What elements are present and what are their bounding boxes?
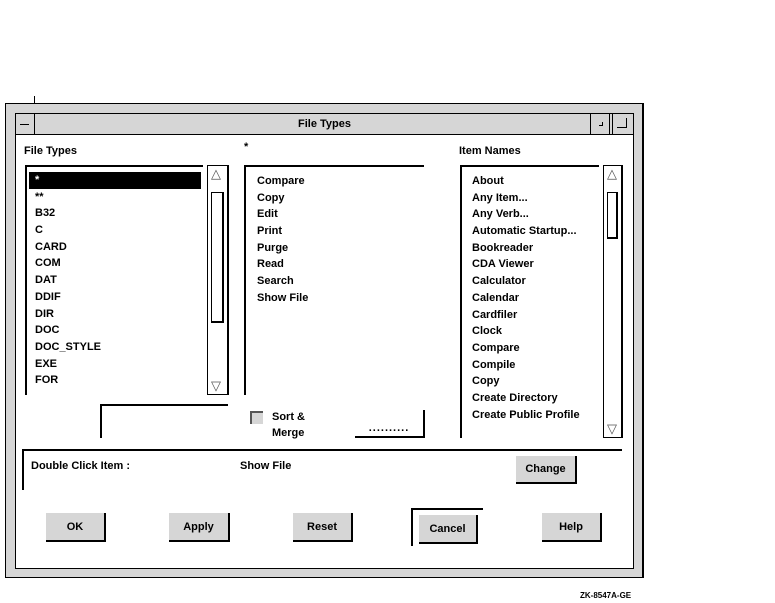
- list-item[interactable]: Compare: [472, 341, 520, 354]
- list-item[interactable]: EXE: [35, 357, 58, 370]
- item-names-scrollbar[interactable]: △ ▽: [603, 165, 623, 438]
- window-menu-button[interactable]: [16, 114, 35, 134]
- list-item[interactable]: Print: [257, 225, 283, 238]
- window-title: File Types: [298, 118, 351, 130]
- list-item[interactable]: Edit: [257, 208, 278, 221]
- list-item[interactable]: Calendar: [472, 291, 520, 304]
- list-item[interactable]: Create Public Profile: [472, 408, 580, 421]
- scroll-down-icon[interactable]: ▽: [211, 378, 221, 393]
- dialog-body: [15, 134, 634, 569]
- list-item[interactable]: About: [472, 175, 504, 187]
- default-button-frame: [411, 508, 483, 546]
- change-button[interactable]: Change: [516, 456, 577, 484]
- maximize-icon: [617, 118, 627, 128]
- list-item[interactable]: Search: [257, 275, 294, 288]
- list-item[interactable]: Compile: [472, 358, 516, 371]
- maximize-button[interactable]: [612, 114, 631, 134]
- file-type-input[interactable]: [100, 404, 228, 438]
- list-item[interactable]: CARD: [35, 240, 67, 253]
- list-item[interactable]: Calculator: [472, 275, 526, 288]
- list-item[interactable]: Show File: [257, 291, 309, 304]
- cancel-button[interactable]: Cancel: [419, 515, 478, 544]
- scroll-up-icon[interactable]: △: [211, 166, 221, 181]
- scroll-thumb[interactable]: [211, 192, 224, 323]
- list-item[interactable]: COM: [35, 257, 61, 270]
- list-item[interactable]: Copy: [257, 191, 285, 204]
- list-item[interactable]: DDIF: [35, 290, 61, 303]
- scroll-thumb[interactable]: [607, 192, 618, 239]
- minimize-icon: [599, 122, 603, 126]
- divider: [22, 449, 622, 451]
- list-item[interactable]: Purge: [257, 241, 289, 254]
- list-item[interactable]: *: [29, 172, 201, 189]
- double-click-label: Double Click Item :: [31, 460, 131, 472]
- double-click-border: [22, 450, 24, 490]
- list-item[interactable]: Any Item...: [472, 191, 528, 204]
- list-item[interactable]: Read: [257, 258, 284, 271]
- file-types-label: File Types: [24, 145, 77, 157]
- list-item[interactable]: **: [35, 190, 44, 203]
- item-names-label: Item Names: [459, 145, 521, 157]
- list-item[interactable]: DIR: [35, 307, 54, 320]
- list-item[interactable]: B32: [35, 207, 56, 220]
- frame-corner-mark: [34, 96, 35, 106]
- list-item[interactable]: Any Verb...: [472, 208, 529, 221]
- list-item[interactable]: CDA Viewer: [472, 258, 534, 271]
- apply-button[interactable]: Apply: [169, 513, 230, 542]
- help-button[interactable]: Help: [542, 513, 602, 542]
- sort-merge-checkbox[interactable]: [250, 411, 263, 424]
- scroll-up-icon[interactable]: △: [607, 166, 617, 181]
- title-bar[interactable]: File Types: [15, 113, 634, 135]
- list-item[interactable]: Clock: [472, 325, 502, 338]
- list-item[interactable]: DOC: [35, 324, 60, 337]
- list-item[interactable]: C: [35, 224, 43, 237]
- list-item[interactable]: DAT: [35, 274, 57, 287]
- file-types-scrollbar[interactable]: △ ▽: [207, 165, 229, 395]
- sort-merge-label-2: Merge: [272, 427, 305, 439]
- minimize-button[interactable]: [590, 114, 610, 134]
- list-item[interactable]: Cardfiler: [472, 308, 518, 321]
- scroll-down-icon[interactable]: ▽: [607, 421, 617, 436]
- ok-button[interactable]: OK: [46, 513, 106, 542]
- verbs-label: *: [244, 141, 249, 153]
- list-item[interactable]: Copy: [472, 375, 500, 388]
- list-item[interactable]: Create Directory: [472, 391, 558, 404]
- dotted-button[interactable]: ..........: [355, 410, 425, 438]
- double-click-value: Show File: [240, 460, 292, 472]
- sort-merge-label-1: Sort &: [272, 411, 305, 423]
- figure-id: ZK-8547A-GE: [580, 591, 632, 600]
- list-item[interactable]: Automatic Startup...: [472, 225, 577, 238]
- reset-button[interactable]: Reset: [293, 513, 353, 542]
- list-item[interactable]: FOR: [35, 374, 59, 387]
- list-item[interactable]: Compare: [257, 175, 305, 187]
- list-item[interactable]: Bookreader: [472, 241, 534, 254]
- list-item[interactable]: DOC_STYLE: [35, 340, 102, 353]
- minus-icon: [20, 124, 29, 125]
